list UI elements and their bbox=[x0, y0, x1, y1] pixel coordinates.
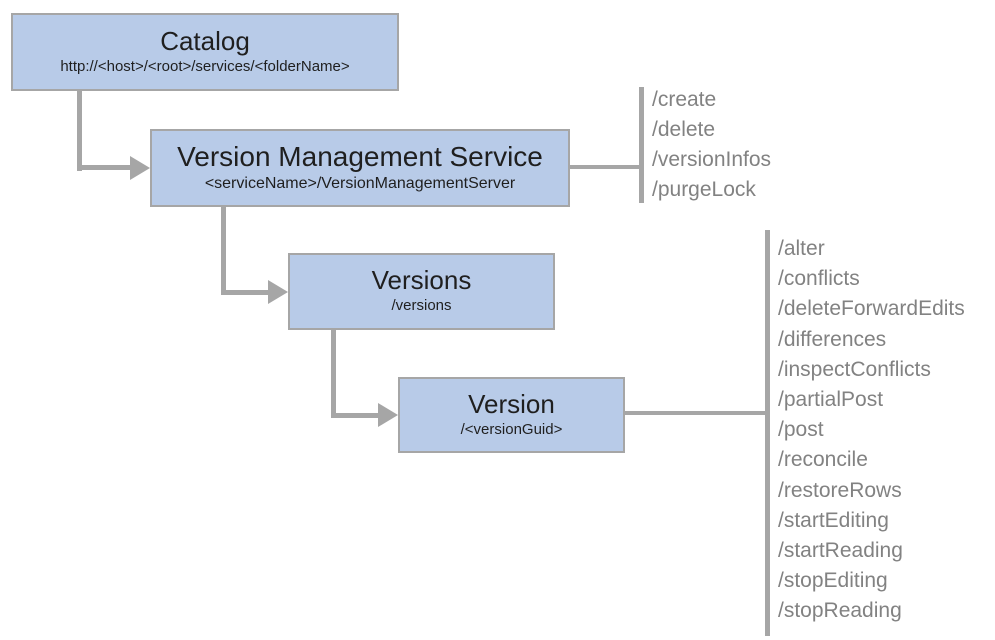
version-operations-list: /alter/conflicts/deleteForwardEdits/diff… bbox=[778, 234, 965, 627]
operation-label: /purgeLock bbox=[652, 178, 756, 201]
version-node: Version /<versionGuid> bbox=[398, 377, 625, 453]
versions-node: Versions /versions bbox=[288, 253, 555, 330]
catalog-node: Catalog http://<host>/<root>/services/<f… bbox=[11, 13, 399, 91]
node-title: Version Management Service bbox=[177, 141, 543, 173]
operation-label: /startEditing bbox=[778, 508, 889, 532]
operation-label: /create bbox=[652, 88, 717, 111]
operation-label: /deleteForwardEdits bbox=[778, 297, 965, 321]
version-management-service-node: Version Management Service <serviceName>… bbox=[150, 129, 570, 207]
operation-label: /startReading bbox=[778, 539, 903, 563]
node-title: Version bbox=[468, 388, 555, 419]
operation-label: /delete bbox=[652, 118, 716, 141]
node-title: Versions bbox=[371, 265, 472, 296]
node-subtitle: /versions bbox=[391, 297, 452, 315]
operation-label: /differences bbox=[778, 327, 887, 351]
arrowhead-icon bbox=[268, 280, 288, 304]
arrowhead-icon bbox=[130, 156, 150, 180]
operation-label: /inspectConflicts bbox=[778, 357, 931, 381]
connector-catalog-vms-vertical bbox=[77, 91, 82, 171]
connector-vms-versions-horizontal bbox=[221, 290, 270, 295]
connector-vms-versions-vertical bbox=[221, 207, 226, 295]
operation-label: /post bbox=[778, 418, 824, 442]
version-operations-bracket-line bbox=[765, 230, 770, 636]
node-subtitle: /<versionGuid> bbox=[460, 420, 563, 438]
node-subtitle: http://<host>/<root>/services/<folderNam… bbox=[60, 57, 350, 75]
operation-label: /conflicts bbox=[778, 267, 860, 291]
node-title: Catalog bbox=[160, 25, 250, 56]
operation-label: /stopEditing bbox=[778, 569, 888, 593]
connector-vms-operations bbox=[570, 165, 639, 169]
connector-versions-version-vertical bbox=[331, 330, 336, 418]
arrowhead-icon bbox=[378, 403, 398, 427]
vms-operations-bracket-line bbox=[639, 87, 644, 203]
operation-label: /versionInfos bbox=[652, 148, 772, 171]
operation-label: /alter bbox=[778, 237, 825, 260]
operation-label: /stopReading bbox=[778, 599, 902, 623]
node-subtitle: <serviceName>/VersionManagementServer bbox=[204, 175, 516, 193]
connector-catalog-vms-horizontal bbox=[77, 165, 132, 170]
operation-label: /partialPost bbox=[778, 388, 884, 412]
operation-label: /reconcile bbox=[778, 448, 868, 472]
operation-label: /restoreRows bbox=[778, 478, 902, 502]
connector-version-operations bbox=[625, 411, 765, 415]
vms-operations-list: /create/delete/versionInfos/purgeLock bbox=[652, 85, 771, 205]
connector-versions-version-horizontal bbox=[331, 413, 380, 418]
